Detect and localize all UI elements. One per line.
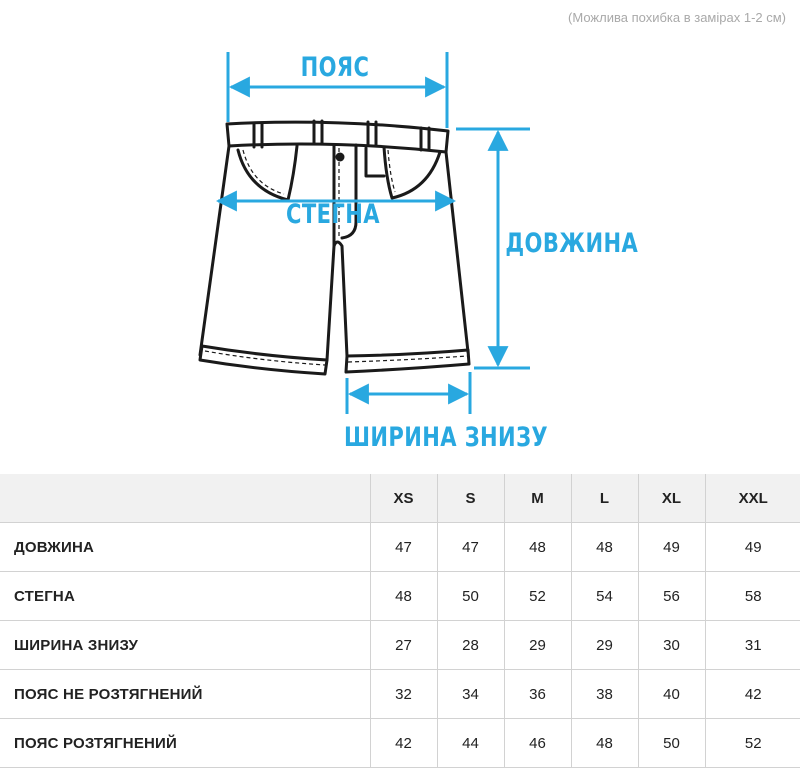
row-label: ДОВЖИНА xyxy=(0,522,371,572)
button-icon xyxy=(335,152,345,162)
table-cell: 29 xyxy=(503,620,572,670)
length-label: ДОВЖИНА xyxy=(505,228,639,259)
table-cell: 48 xyxy=(369,571,438,621)
size-chart-table: XS S M L XL XXL ДОВЖИНА 47 47 48 48 49 4… xyxy=(0,474,800,768)
header-empty-cell xyxy=(0,474,371,523)
waist-label: ПОЯС xyxy=(300,52,370,83)
table-cell: 42 xyxy=(704,669,800,719)
table-cell: 50 xyxy=(637,718,706,768)
table-row: ПОЯС РОЗТЯГНЕНИЙ 42 44 46 48 50 52 xyxy=(0,718,800,768)
row-label: СТЕГНА xyxy=(0,571,371,621)
table-cell: 52 xyxy=(503,571,572,621)
table-cell: 47 xyxy=(369,522,438,572)
size-header: XS xyxy=(369,474,438,523)
row-label: ШИРИНА ЗНИЗУ xyxy=(0,620,371,670)
shorts-illustration xyxy=(198,52,530,414)
table-cell: 52 xyxy=(704,718,800,768)
measurement-note: (Можлива похибка в замірах 1-2 см) xyxy=(568,10,786,25)
table-row: СТЕГНА 48 50 52 54 56 58 xyxy=(0,571,800,621)
size-header: XXL xyxy=(704,474,800,523)
table-cell: 31 xyxy=(704,620,800,670)
size-header: XL xyxy=(637,474,706,523)
table-row: ДОВЖИНА 47 47 48 48 49 49 xyxy=(0,522,800,572)
table-row: ПОЯС НЕ РОЗТЯГНЕНИЙ 32 34 36 38 40 42 xyxy=(0,669,800,719)
table-cell: 28 xyxy=(436,620,505,670)
shorts-outline xyxy=(198,119,471,376)
hem-width-label: ШИРИНА ЗНИЗУ xyxy=(344,422,549,453)
table-cell: 48 xyxy=(503,522,572,572)
hips-label: СТЕГНА xyxy=(286,199,380,230)
stitch-lines xyxy=(204,148,468,366)
table-cell: 40 xyxy=(637,669,706,719)
measurement-guides xyxy=(215,52,530,414)
table-cell: 49 xyxy=(704,522,800,572)
table-header-row: XS S M L XL XXL xyxy=(0,474,800,523)
size-header: M xyxy=(503,474,572,523)
table-cell: 34 xyxy=(436,669,505,719)
table-cell: 29 xyxy=(570,620,639,670)
shorts-measurement-diagram: ПОЯС СТЕГНА ДОВЖИНА ШИРИНА ЗНИЗУ xyxy=(198,52,639,453)
table-cell: 44 xyxy=(436,718,505,768)
table-row: ШИРИНА ЗНИЗУ 27 28 29 29 30 31 xyxy=(0,620,800,670)
table-cell: 47 xyxy=(436,522,505,572)
table-cell: 46 xyxy=(503,718,572,768)
size-header: L xyxy=(570,474,639,523)
table-cell: 58 xyxy=(704,571,800,621)
table-cell: 54 xyxy=(570,571,639,621)
table-cell: 30 xyxy=(637,620,706,670)
table-cell: 32 xyxy=(369,669,438,719)
table-cell: 50 xyxy=(436,571,505,621)
table-cell: 56 xyxy=(637,571,706,621)
table-cell: 38 xyxy=(570,669,639,719)
row-label: ПОЯС НЕ РОЗТЯГНЕНИЙ xyxy=(0,669,371,719)
table-cell: 49 xyxy=(637,522,706,572)
table-cell: 48 xyxy=(570,522,639,572)
table-cell: 36 xyxy=(503,669,572,719)
table-cell: 48 xyxy=(570,718,639,768)
table-cell: 27 xyxy=(369,620,438,670)
row-label: ПОЯС РОЗТЯГНЕНИЙ xyxy=(0,718,371,768)
size-header: S xyxy=(436,474,505,523)
table-cell: 42 xyxy=(369,718,438,768)
